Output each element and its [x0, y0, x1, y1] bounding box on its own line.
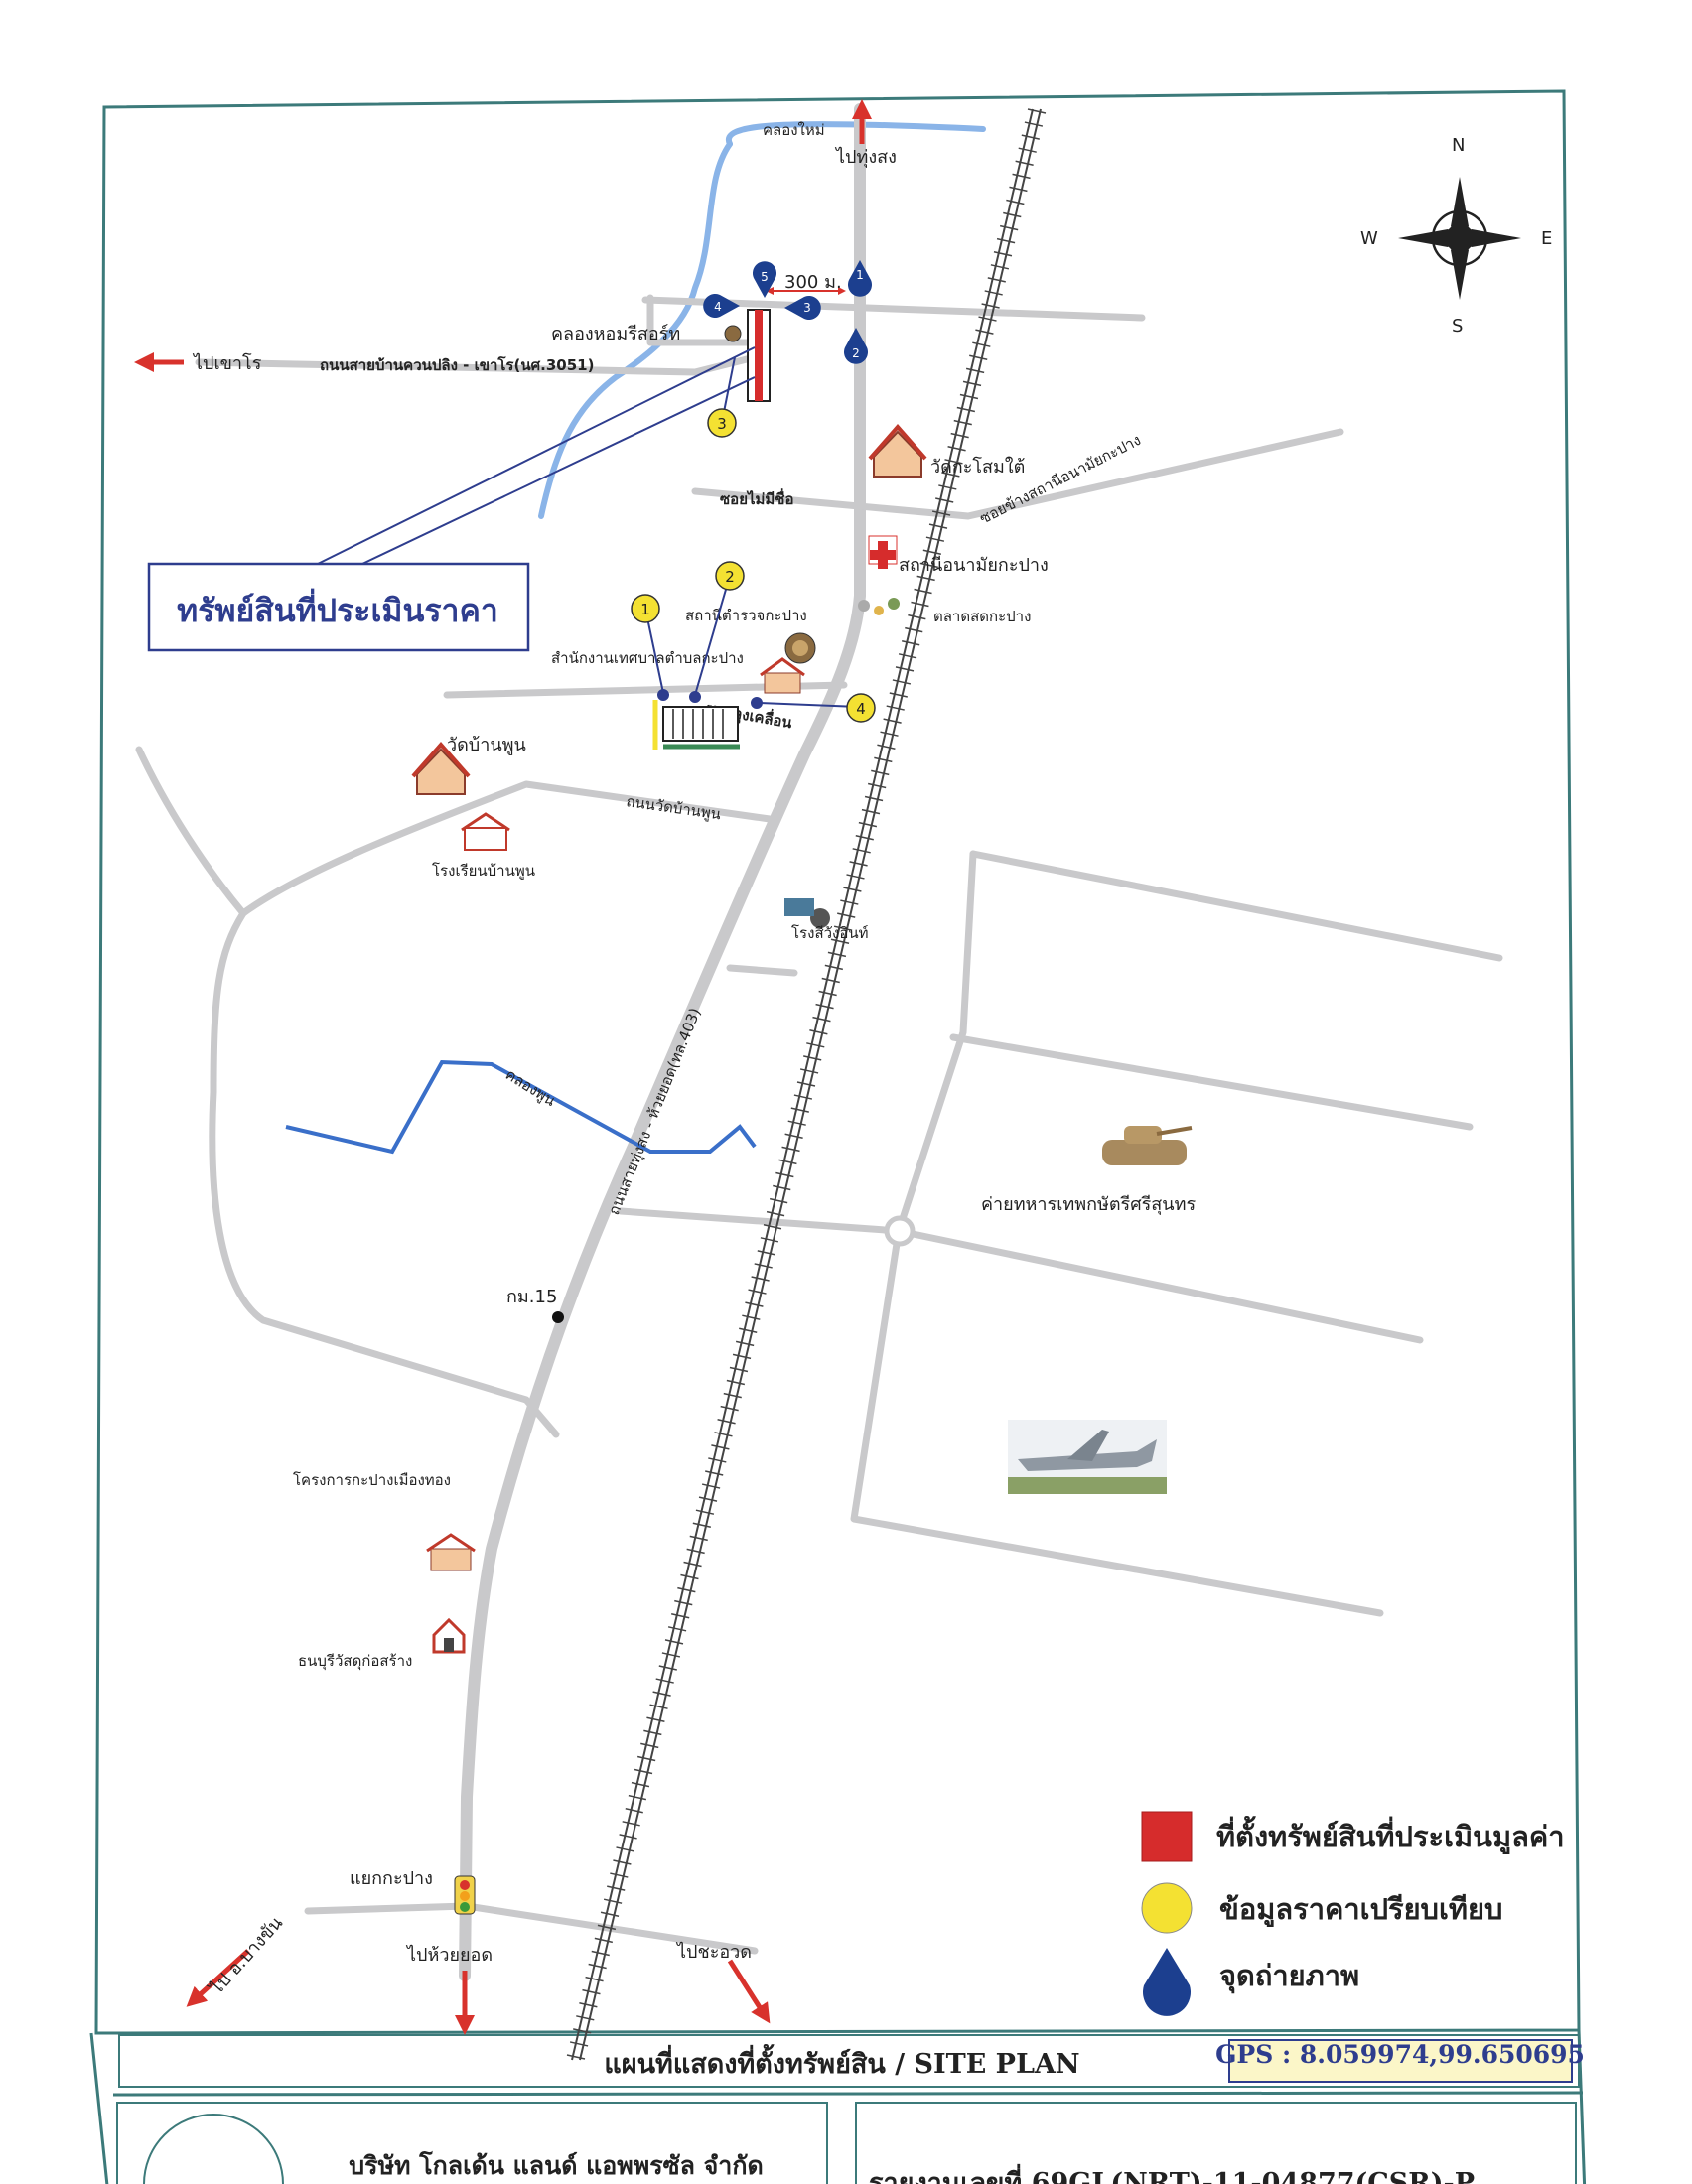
km-marker-label: กม.15: [506, 1287, 557, 1307]
report-number: รายงานเลขที่ 69GL(NRT)-11-04877(CSR)-P: [869, 2163, 1475, 2184]
store-icon: [432, 1617, 466, 1654]
legend-photo-swatch: [1143, 1948, 1192, 2016]
photo-4-label: 4: [714, 300, 722, 314]
comparable-2-label: 2: [725, 568, 735, 586]
label-to-chaluat: ไปชะอวด: [675, 1941, 752, 1963]
comparable-1: [631, 594, 660, 623]
label-thanaburi: ธนบุรีวัสดุก่อสร้าง: [298, 1652, 412, 1671]
photo-point-4: [703, 294, 740, 318]
compass-n: N: [1452, 135, 1465, 156]
photo-point-1: [848, 260, 872, 297]
label-to-bangkhan: ไป อ.บางขัน: [205, 1912, 287, 2000]
legend: [1141, 1811, 1193, 2016]
label-police: สถานีตำรวจกะปาง: [685, 607, 807, 624]
photo-point-5: [753, 261, 776, 298]
company-logo-icon: [143, 2114, 284, 2184]
school-icon: [461, 812, 510, 851]
subject-callout-text: ทรัพย์สินที่ประเมินราคา: [177, 588, 498, 629]
legend-photo-label: จุดถ่ายภาพ: [1219, 1959, 1359, 1993]
label-main-road: ถนนสายทุ่งสง - ห้วยยอด(ทล.403): [605, 1006, 705, 1218]
photo-point-3: [784, 296, 821, 320]
legend-comparable-label: ข้อมูลราคาเปรียบเทียบ: [1219, 1892, 1502, 1927]
distance-label: 300 ม.: [784, 272, 842, 293]
label-soi-nameless: ซอยไม่มีชื่อ: [720, 488, 794, 508]
compass-s: S: [1452, 316, 1463, 337]
report-box: [855, 2102, 1577, 2184]
label-resort: คลองหอมรีสอร์ท: [551, 324, 680, 344]
label-junction: แยกกะปาง: [350, 1868, 433, 1889]
km-marker-dot: [552, 1311, 564, 1323]
legend-subject-swatch: [1141, 1811, 1193, 1862]
label-municipal: สำนักงานเทศบาลตำบลกะปาง: [551, 649, 744, 667]
comparable-markers: [644, 356, 860, 709]
gps-box: [1228, 2039, 1573, 2083]
label-market: ตลาดสดกะปาง: [933, 608, 1031, 625]
roundabout: [884, 1215, 916, 1247]
comparable-1-label: 1: [640, 601, 650, 618]
house-icon: [426, 1533, 476, 1571]
label-wat-banphun: วัดบ้านพูน: [447, 735, 526, 755]
map-title: แผนที่แสดงที่ตั้งทรัพย์สิน / SITE PLAN: [604, 2043, 1079, 2080]
compass-rose-icon: [1398, 177, 1521, 300]
traffic-light-icon: [454, 1875, 476, 1915]
photo-1-label: 1: [856, 268, 864, 282]
jet-icon: [1008, 1420, 1167, 1494]
label-school: โรงเรียนบ้านพูน: [432, 862, 535, 880]
compass-w: W: [1360, 228, 1378, 249]
tank-icon: [1102, 1126, 1193, 1165]
road-network: [135, 103, 1503, 1981]
label-side-road: ถนนสายบ้านควนปลิง - เขาโร(นศ.3051): [320, 355, 594, 374]
canal-north-label: คลองใหม่: [763, 121, 825, 139]
comparable-3: [707, 408, 737, 438]
label-camp: ค่ายทหารเทพกษัตรีศรีสุนทร: [981, 1194, 1196, 1215]
compass-e: E: [1541, 228, 1552, 249]
photo-3-label: 3: [803, 301, 811, 315]
market-icon: [858, 598, 900, 615]
legend-comparable-swatch: [1141, 1882, 1193, 1934]
subject-property-south: [652, 700, 740, 750]
label-to-khaoro: ไปเขาโร: [192, 352, 262, 374]
gps-coordinates: GPS : 8.059974,99.650695: [1215, 2040, 1585, 2069]
comparable-4-label: 4: [856, 700, 866, 718]
canal-south-label: คลองพูน: [502, 1065, 559, 1110]
temple-icon: [868, 423, 927, 478]
company-name: บริษัท โกลเด้น แลนด์ แอพพรซัล จำกัด: [349, 2150, 763, 2180]
label-project: โครงการกะปางเมืองทอง: [293, 1471, 451, 1489]
label-mill: โรงสีวังอินท์: [791, 924, 869, 942]
legend-subject-label: ที่ตั้งทรัพย์สินที่ประเมินมูลค่า: [1216, 1815, 1565, 1854]
photo-point-2: [843, 328, 869, 364]
label-health-station: สถานีอนามัยกะปาง: [899, 555, 1049, 576]
label-to-thungsong: ไปทุ่งสง: [834, 146, 897, 168]
canal-south: [285, 1059, 757, 1155]
subject-callout-box: [147, 562, 530, 652]
photo-2-label: 2: [852, 346, 860, 360]
label-to-huaiyot: ไปห้วยยอด: [405, 1944, 493, 1966]
comparable-2: [715, 561, 745, 591]
company-box: [116, 2102, 828, 2184]
municipal-seal-icon: [784, 632, 816, 664]
label-wat-road: ถนนวัดบ้านพูน: [625, 792, 722, 823]
temple-icon: [411, 741, 471, 795]
building-icon: [760, 657, 805, 694]
direction-arrows: [134, 99, 872, 2035]
comparable-3-label: 3: [717, 415, 727, 433]
hospital-icon: [868, 535, 898, 569]
label-wat-kasom: วัดกะโสมใต้: [930, 456, 1025, 478]
mill-icon: [784, 898, 830, 928]
comparable-4: [846, 693, 876, 723]
map-frame: [89, 89, 1587, 2184]
railway: [566, 108, 1047, 2061]
subject-callout-lines: [317, 346, 756, 565]
photo-5-label: 5: [761, 270, 769, 284]
